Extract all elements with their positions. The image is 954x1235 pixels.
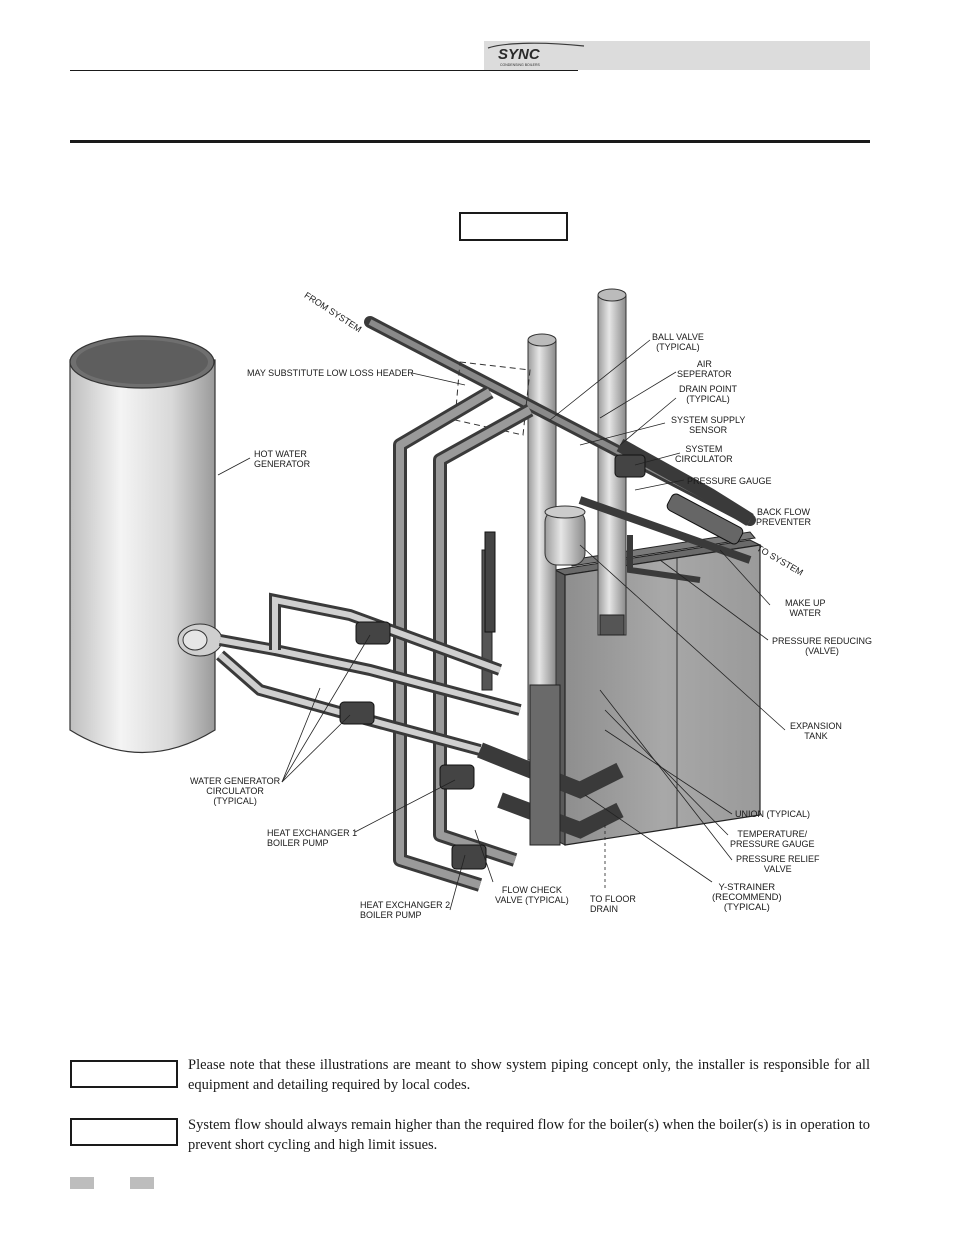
footer-marker-right — [130, 1177, 154, 1189]
label-temp-pressure-gauge: TEMPERATURE/PRESSURE GAUGE — [730, 829, 815, 849]
footer-marker-left — [70, 1177, 94, 1189]
hot-water-generator-tank — [69, 335, 223, 753]
piping-diagram — [69, 288, 786, 911]
label-ball-valve: BALL VALVE(TYPICAL) — [652, 332, 704, 352]
hx2-boiler-pump — [451, 844, 487, 870]
note-text-1: Please note that these illustrations are… — [188, 1057, 870, 1093]
section-rule — [70, 140, 870, 143]
water-generator-piping — [216, 592, 522, 756]
header-band — [484, 41, 870, 70]
header-rule — [70, 70, 578, 71]
expansion-tank — [544, 505, 586, 566]
figure-number-box — [459, 212, 568, 241]
system-header-piping — [364, 316, 756, 526]
label-y-strainer: Y-STRAINER(RECOMMEND)(TYPICAL) — [712, 882, 782, 913]
note-text-2: System flow should always remain higher … — [188, 1117, 870, 1153]
logo-wordmark: SYNC — [498, 46, 541, 63]
label-pressure-gauge: PRESSURE GAUGE — [687, 476, 772, 486]
label-low-loss-header: MAY SUBSTITUTE LOW LOSS HEADER — [247, 368, 414, 378]
boiler-connection-piping — [439, 684, 624, 870]
label-drain-point: DRAIN POINT(TYPICAL) — [679, 384, 738, 404]
make-up-water-piping — [484, 454, 752, 633]
logo-tagline: CONDENSING BOILERS — [500, 63, 541, 67]
wg-circulator-lower — [339, 701, 375, 725]
sync-logo: SYNC CONDENSING BOILERS — [487, 42, 585, 67]
note-box-2 — [70, 1118, 178, 1146]
system-circulator — [614, 454, 646, 478]
leader-lines — [217, 339, 786, 911]
boiler-cabinet — [553, 531, 762, 846]
wg-circulator-upper — [355, 621, 391, 645]
label-pressure-reducing-valve: PRESSURE REDUCING(VALVE) — [772, 636, 873, 656]
label-union: UNION (TYPICAL) — [735, 809, 811, 819]
note-box-1 — [70, 1060, 178, 1088]
